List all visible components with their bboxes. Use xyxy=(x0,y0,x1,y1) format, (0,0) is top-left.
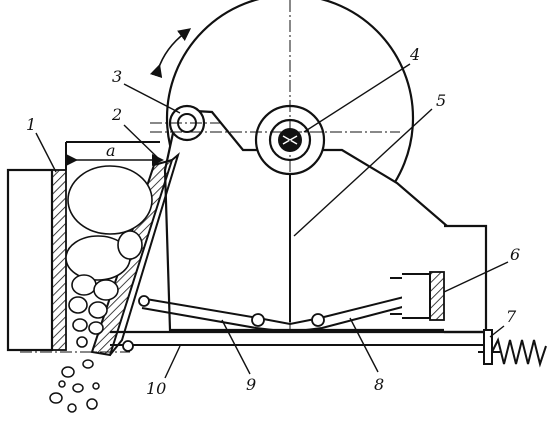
discharged-stones xyxy=(49,359,100,413)
part-labels: 1 2 3 4 5 6 7 8 9 10 a xyxy=(26,45,520,398)
base-plate xyxy=(110,330,490,346)
label-4: 4 xyxy=(409,45,420,64)
fixed-jaw xyxy=(6,168,67,352)
rotation-arrow xyxy=(149,28,192,79)
label-3: 3 xyxy=(112,67,122,86)
adjusting-wedge xyxy=(390,271,445,321)
rear-housing xyxy=(444,224,488,334)
label-7: 7 xyxy=(506,307,517,326)
label-1: 1 xyxy=(26,115,36,134)
label-5: 5 xyxy=(436,91,446,110)
crushing-chamber-stones xyxy=(65,165,153,348)
label-10: 10 xyxy=(146,379,166,398)
leader-lines xyxy=(35,63,509,379)
label-2: 2 xyxy=(111,105,122,124)
return-spring xyxy=(478,329,547,368)
label-6: 6 xyxy=(510,245,520,264)
label-dim-a: a xyxy=(106,141,116,160)
label-8: 8 xyxy=(374,375,384,394)
center-lines xyxy=(20,0,400,353)
label-9: 9 xyxy=(246,375,256,394)
frame-body xyxy=(163,108,449,332)
tie-rod xyxy=(122,340,134,352)
